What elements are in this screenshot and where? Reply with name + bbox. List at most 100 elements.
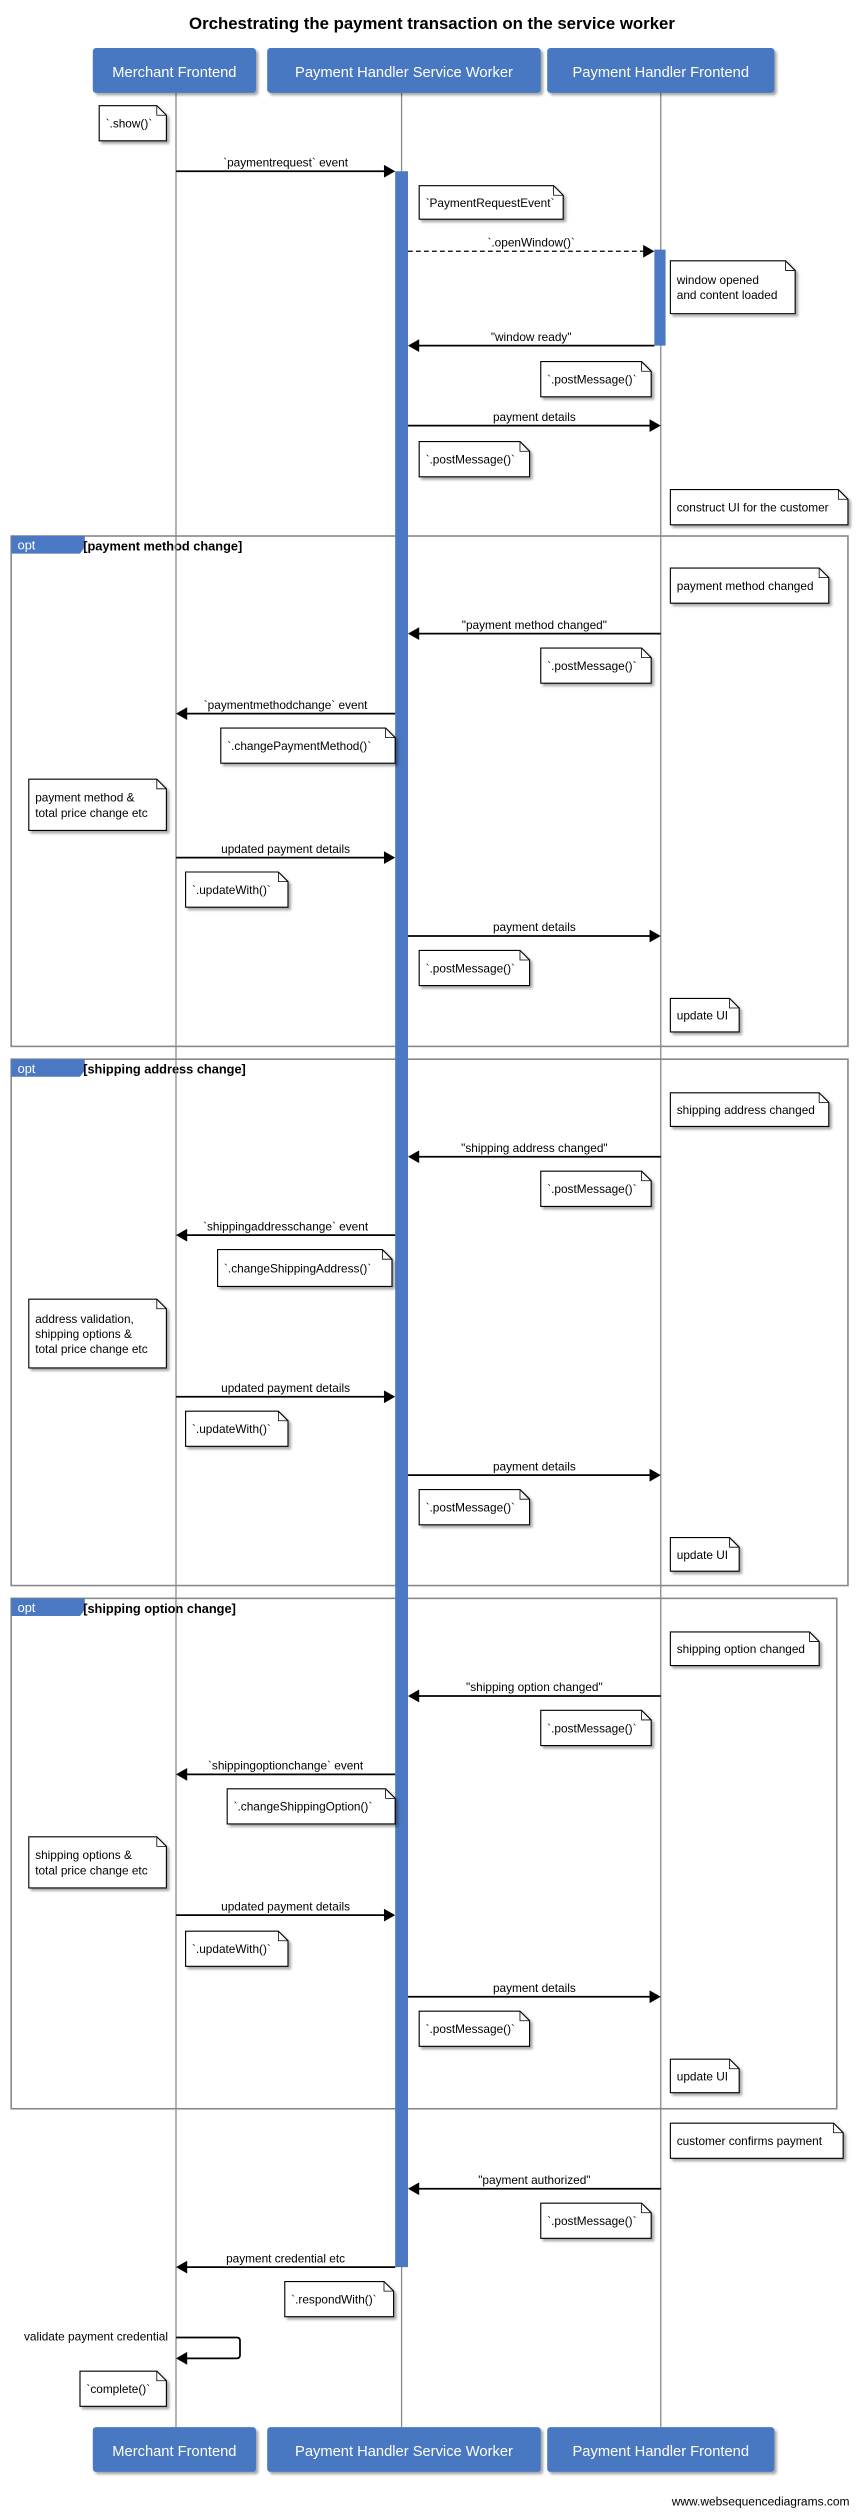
note-box [540, 1170, 652, 1207]
note-fold [809, 1631, 820, 1642]
message-label: updated payment details [221, 1899, 350, 1913]
participant-box [547, 2427, 775, 2472]
arrowhead-icon [407, 2182, 420, 2196]
fragment-operator: opt [18, 538, 36, 553]
note: shipping address changed [669, 1092, 830, 1127]
note-box [418, 949, 531, 987]
note-box [220, 727, 396, 764]
note: update UI [669, 2058, 740, 2094]
message-label: "payment method changed" [462, 618, 607, 632]
message-label: `shippingoptionchange` event [208, 1759, 364, 1773]
note-fold [641, 2203, 652, 2214]
note-text: `.postMessage()` [547, 373, 636, 387]
note-box [98, 105, 167, 142]
message-label: payment details [493, 920, 576, 934]
message-label: `shippingaddresschange` event [203, 1219, 369, 1233]
note-fold [519, 2011, 530, 2022]
arrowhead-icon [175, 707, 188, 721]
note-text: window opened [676, 273, 759, 287]
arrowhead-icon [175, 1228, 188, 1242]
note-fold [818, 568, 829, 579]
note: `.postMessage()` [540, 361, 652, 398]
fragment-frame [10, 535, 849, 1048]
participant-label: Payment Handler Service Worker [295, 65, 513, 81]
note-fold [156, 779, 167, 790]
note-fold [156, 1299, 167, 1310]
self-message: validate payment credential [24, 2330, 241, 2365]
self-message-line [175, 2336, 241, 2360]
arrowhead-icon [407, 627, 420, 641]
note-fold [519, 1489, 530, 1500]
note-text: `.postMessage()` [426, 2022, 515, 2036]
participant-header[interactable]: Merchant Frontend [92, 48, 256, 93]
message-label: `paymentrequest` event [223, 155, 349, 169]
note-box [669, 2058, 740, 2094]
note: `.changeShippingOption()` [226, 1788, 396, 1825]
note-fold [277, 871, 288, 882]
message-arrow: payment credential etc [175, 2251, 396, 2274]
note-text: construct UI for the customer [677, 501, 829, 515]
message-label: "shipping option changed" [466, 1680, 603, 1694]
note-box [418, 2010, 531, 2047]
participant-header[interactable]: Payment Handler Frontend [547, 48, 775, 93]
note-fold [156, 2371, 167, 2382]
note-text: `.postMessage()` [426, 961, 515, 975]
note-fold [729, 1537, 740, 1548]
note-box [540, 2202, 652, 2239]
diagram-title: Orchestrating the payment transaction on… [189, 14, 675, 33]
note-box [418, 1489, 531, 1526]
participant-box [92, 48, 256, 93]
participant-box [547, 48, 775, 93]
message-arrow: payment details [407, 1981, 661, 2004]
note-box [28, 1298, 167, 1369]
arrowhead-icon [407, 1150, 420, 1164]
message-label: payment details [493, 1459, 576, 1473]
note-fold [818, 1092, 829, 1103]
message-arrow: "payment authorized" [407, 2173, 661, 2196]
note: shipping option changed [669, 1631, 820, 1667]
participant-label: Payment Handler Frontend [573, 65, 750, 81]
note-text: `.updateWith()` [192, 1422, 271, 1436]
fragment-operator-tab [11, 1059, 85, 1077]
participant-header[interactable]: Payment Handler Service Worker [267, 48, 541, 93]
message-arrow: "shipping address changed" [407, 1141, 661, 1164]
note-fold [277, 1411, 288, 1422]
note-fold [519, 441, 530, 452]
note-text: `.changeShippingOption()` [234, 1800, 373, 1814]
participant-footer[interactable]: Merchant Frontend [92, 2427, 256, 2472]
fragment-condition: [shipping address change] [83, 1062, 246, 1077]
note: `.postMessage()` [540, 1709, 652, 1747]
note-fold [641, 1171, 652, 1182]
opt-fragment: opt[payment method change] [10, 535, 849, 1048]
note-text: `.changeShippingAddress()` [224, 1261, 371, 1275]
note-fold [641, 361, 652, 372]
footer-credit[interactable]: www.websequencediagrams.com [671, 2495, 850, 2509]
note-box [669, 2122, 844, 2159]
message-arrow: updated payment details [175, 842, 396, 864]
note: `.changeShippingAddress()` [217, 1249, 393, 1287]
participant-footer[interactable]: Payment Handler Service Worker [267, 2427, 541, 2472]
note-box [540, 1709, 652, 1747]
note-fold [729, 998, 740, 1009]
note-box [669, 997, 740, 1033]
note-text: `.postMessage()` [426, 1501, 515, 1515]
participant-label: Merchant Frontend [112, 2444, 236, 2460]
message-label: "payment authorized" [478, 2173, 590, 2187]
note-fold [385, 1788, 396, 1799]
note: `.show()` [98, 105, 167, 142]
note-text: `.postMessage()` [426, 453, 515, 467]
note: `.postMessage()` [418, 1489, 531, 1526]
note: update UI [669, 1537, 740, 1572]
message-label: "shipping address changed" [461, 1141, 608, 1155]
arrowhead-icon [175, 2260, 188, 2274]
participant-footer[interactable]: Payment Handler Frontend [547, 2427, 775, 2472]
note: address validation,shipping options &tot… [28, 1298, 167, 1369]
message-label: updated payment details [221, 1381, 350, 1395]
note: payment method &total price change etc [28, 778, 167, 831]
arrowhead-icon [649, 419, 661, 433]
arrowhead-icon [649, 1468, 661, 1482]
participant-box [267, 48, 541, 93]
note-fold [641, 648, 652, 659]
